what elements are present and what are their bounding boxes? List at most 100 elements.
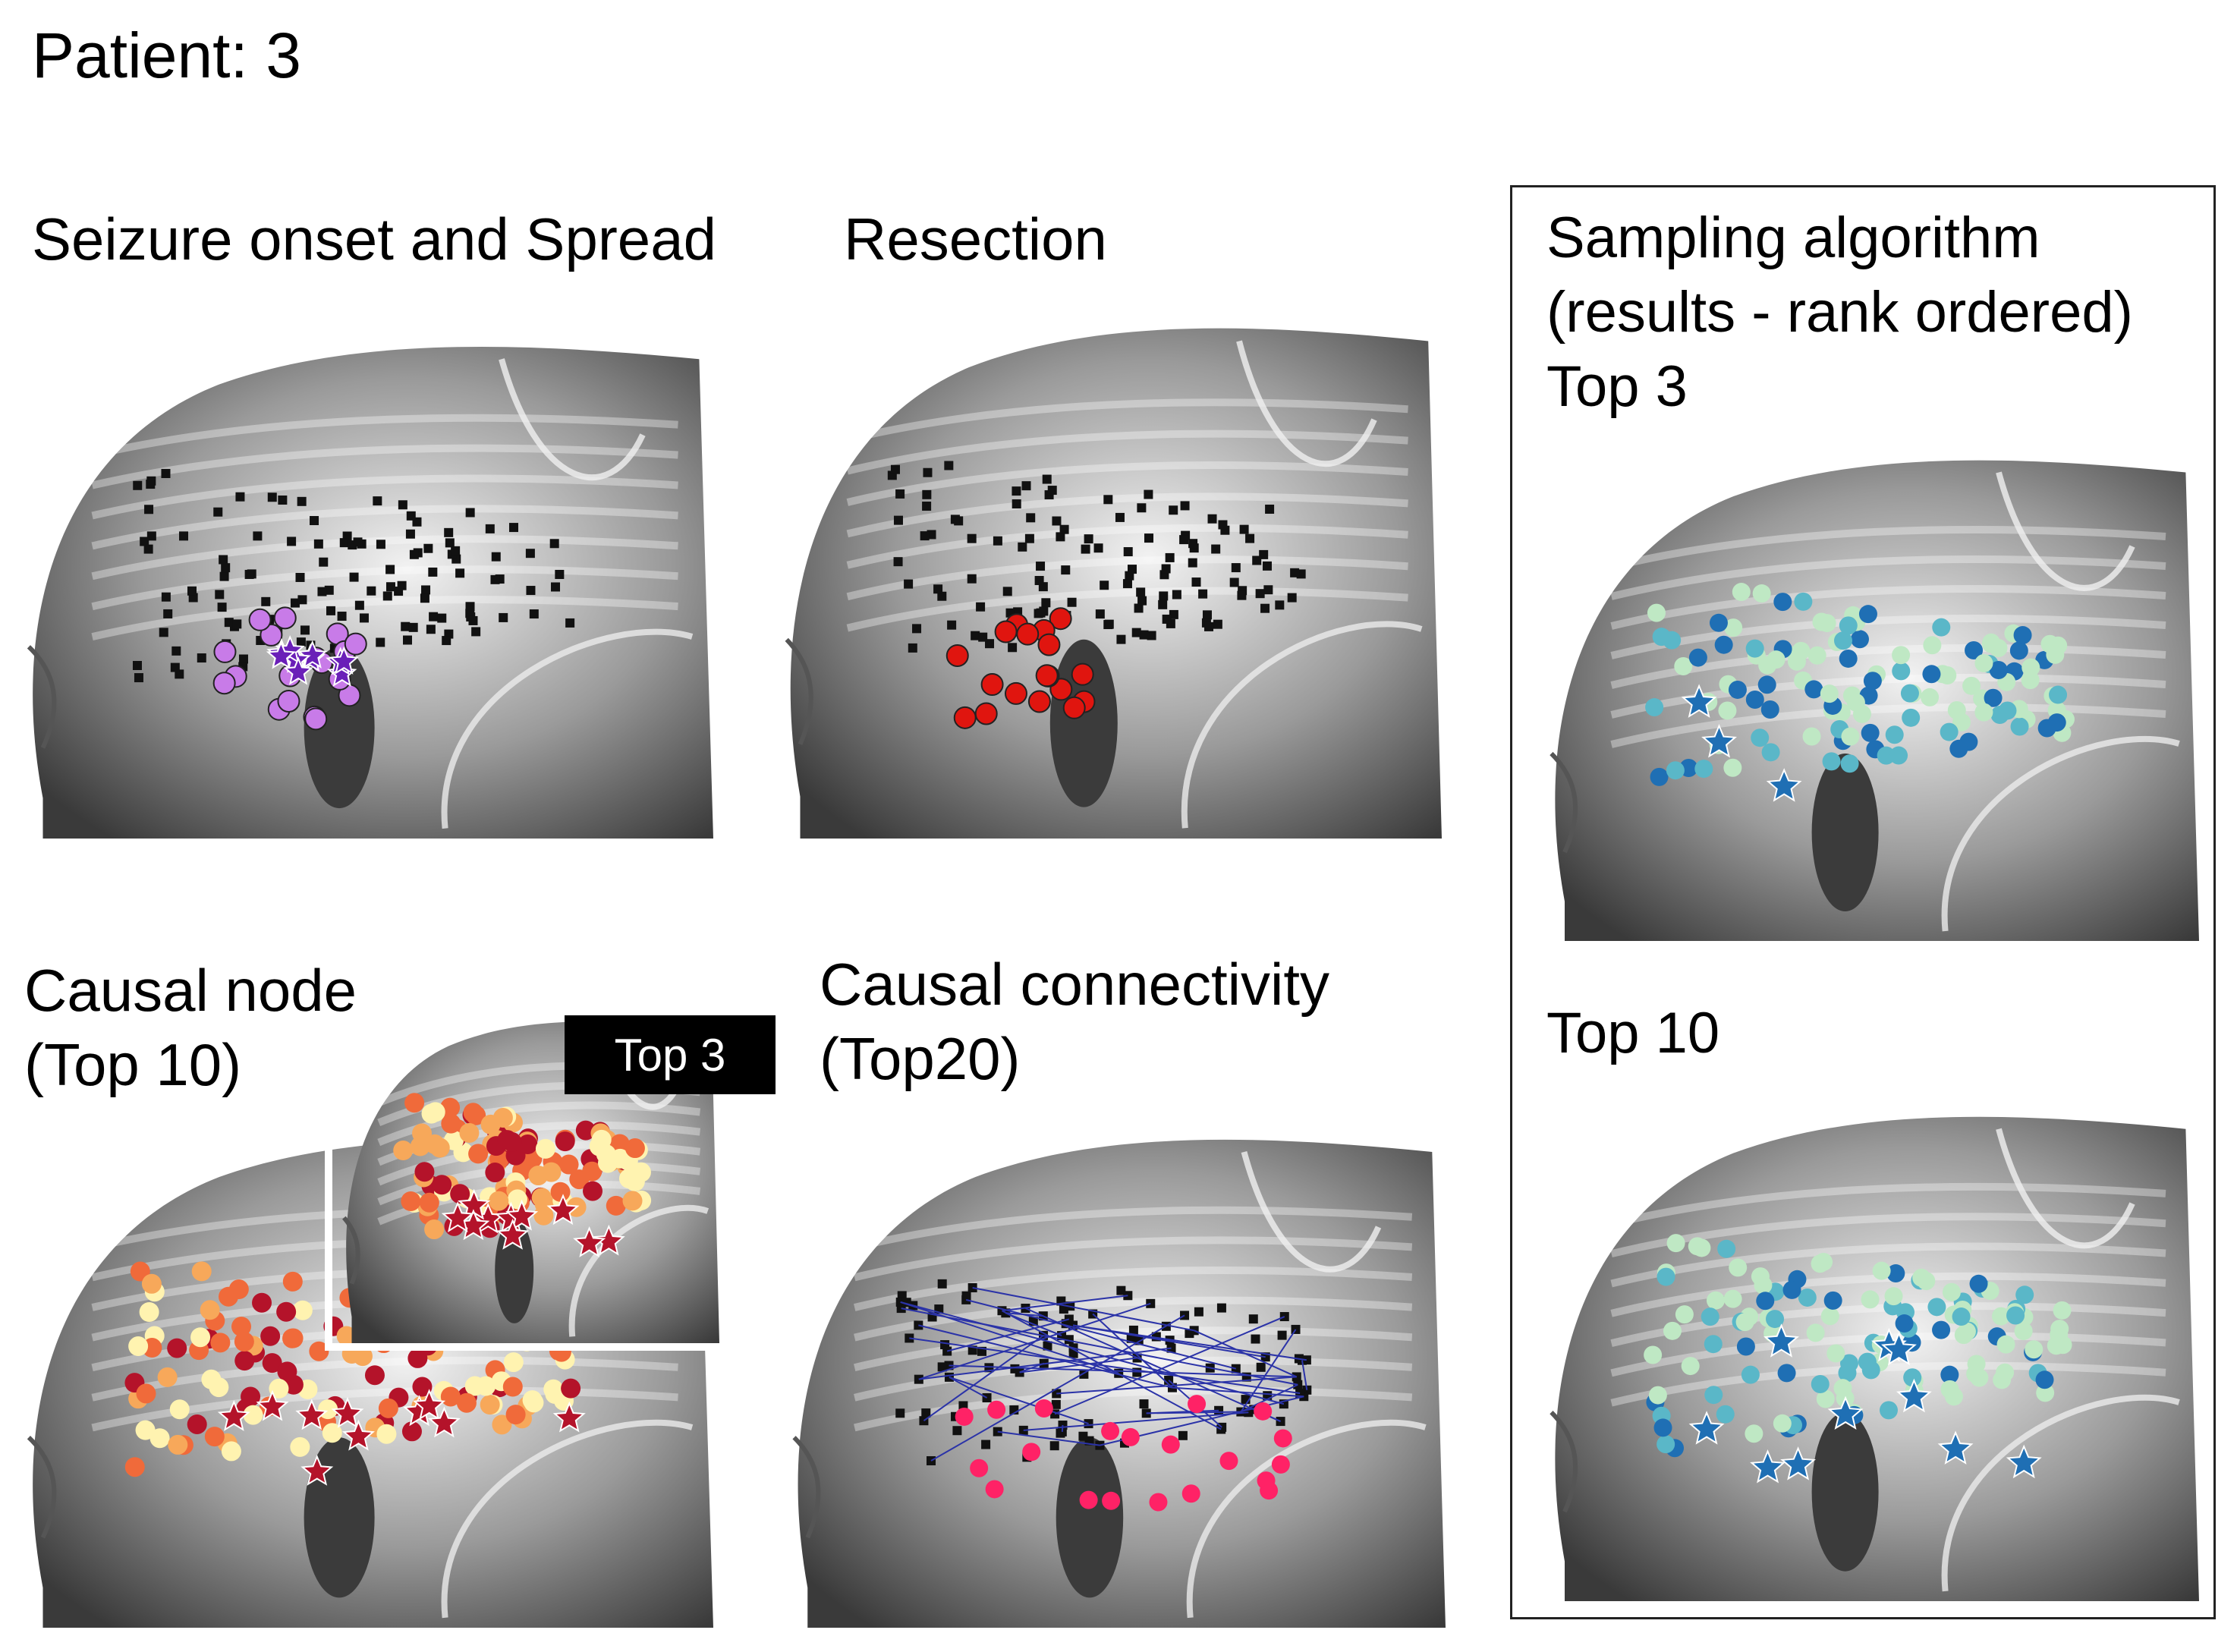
- electrode-marker: [324, 585, 334, 595]
- connectivity-node: [955, 1407, 974, 1426]
- electrode-marker: [221, 563, 231, 573]
- connectivity-node: [1219, 1452, 1238, 1471]
- electrode-marker: [146, 531, 156, 541]
- electrode-marker: [310, 516, 319, 526]
- electrode-marker: [1056, 532, 1065, 542]
- connectivity-edge: [1146, 1411, 1241, 1414]
- electrode-marker: [1043, 1341, 1052, 1351]
- electrode-dot: [282, 1328, 303, 1348]
- connectivity-edge: [972, 1287, 1194, 1332]
- electrode-dot: [201, 1369, 222, 1389]
- electrode-dot: [1745, 1424, 1763, 1443]
- electrode-marker: [224, 618, 234, 628]
- electrode-dot: [459, 1122, 480, 1143]
- electrode-marker: [382, 591, 392, 601]
- scan-stripe: [854, 1236, 1413, 1282]
- electrode-dot: [625, 1138, 645, 1159]
- electrode-dot: [502, 1377, 523, 1397]
- electrode-marker: [1275, 600, 1285, 610]
- electrode-marker: [444, 527, 454, 537]
- electrode-marker: [253, 531, 263, 541]
- electrode-dot: [157, 1367, 178, 1387]
- electrode-dot: [424, 1134, 445, 1154]
- electrode-dot: [974, 702, 998, 725]
- scan-stripe: [91, 565, 678, 611]
- electrode-star-marker: [1750, 1449, 1786, 1484]
- electrode-dot: [463, 1103, 483, 1123]
- electrode-dot: [609, 1134, 630, 1154]
- electrode-marker: [1116, 634, 1126, 644]
- electrode-star-marker: [552, 1401, 586, 1433]
- electrode-marker: [1093, 543, 1103, 553]
- electrode-dot: [212, 672, 236, 695]
- electrode-marker: [1179, 535, 1189, 545]
- electrode-dot: [1841, 727, 1860, 746]
- electrode-marker: [367, 586, 376, 596]
- electrode-marker: [1239, 524, 1249, 534]
- electrode-marker: [1123, 547, 1133, 557]
- scan-stripe: [846, 492, 1408, 538]
- electrode-dot: [1657, 1267, 1675, 1286]
- electrode-dot: [1723, 758, 1742, 777]
- electrode-star-marker: [1763, 1323, 1800, 1358]
- electrode-marker: [159, 628, 168, 637]
- connectivity-node: [1254, 1402, 1273, 1421]
- electrode-marker: [146, 480, 156, 489]
- resection-brain-image: [766, 315, 1442, 839]
- electrode-marker: [993, 536, 1002, 546]
- electrode-dot: [1940, 722, 1959, 741]
- electrode-marker: [219, 555, 228, 565]
- electrode-dot: [1724, 618, 1743, 637]
- head-surface: [790, 328, 1442, 839]
- scan-stripe: [1610, 1361, 2166, 1407]
- electrode-dot: [1714, 635, 1733, 654]
- electrode-marker: [319, 557, 329, 567]
- electrode-marker: [499, 612, 508, 622]
- electrode-marker: [1021, 481, 1031, 491]
- electrode-marker: [1095, 609, 1105, 619]
- electrode-marker: [967, 533, 977, 543]
- lead-cable: [1996, 471, 2135, 591]
- electrode-dot: [139, 1301, 159, 1322]
- causal-conn-label-line2: (Top20): [820, 1025, 1021, 1092]
- electrode-marker: [339, 538, 349, 548]
- electrode-dot: [276, 1301, 297, 1322]
- electrode-dot: [1940, 1380, 1959, 1399]
- electrode-marker: [1144, 489, 1153, 499]
- electrode-marker: [354, 600, 364, 610]
- electrode-dot: [1812, 612, 1831, 631]
- electrode-marker: [1047, 486, 1057, 496]
- electrode-dot: [555, 1131, 575, 1152]
- electrode-dot: [1674, 656, 1693, 675]
- electrode-dot: [221, 1441, 241, 1462]
- electrode-dot: [1923, 636, 1942, 655]
- electrode-marker: [428, 567, 438, 577]
- electrode-marker: [451, 546, 461, 555]
- electrode-marker: [942, 1346, 952, 1356]
- ear-cable: [441, 628, 694, 829]
- electrode-marker: [401, 621, 411, 631]
- connectivity-edge: [949, 1376, 1089, 1425]
- electrode-star-marker: [505, 1199, 539, 1231]
- electrode-star-marker: [1681, 684, 1717, 718]
- electrode-marker: [1002, 587, 1012, 596]
- electrode-dot: [213, 640, 237, 663]
- electrode-dot: [1938, 666, 1957, 685]
- electrode-marker: [1139, 1399, 1149, 1409]
- electrode-dot: [141, 1273, 162, 1294]
- electrode-marker: [1256, 1362, 1266, 1372]
- electrode-marker: [1213, 619, 1222, 629]
- electrode-dot: [1850, 630, 1869, 649]
- electrode-dot: [1863, 672, 1882, 691]
- electrode-marker: [1218, 520, 1228, 530]
- electrode-dot: [1027, 690, 1051, 713]
- electrode-dot: [1706, 1291, 1725, 1310]
- electrode-dot: [558, 1154, 579, 1175]
- electrode-marker: [1137, 596, 1147, 606]
- connectivity-node: [1121, 1427, 1140, 1446]
- connectivity-node: [1101, 1421, 1120, 1440]
- electrode-dot: [1992, 1307, 2011, 1326]
- electrode-dot: [485, 1163, 505, 1183]
- electrode-marker: [170, 662, 180, 672]
- connectivity-edge: [965, 1298, 1237, 1370]
